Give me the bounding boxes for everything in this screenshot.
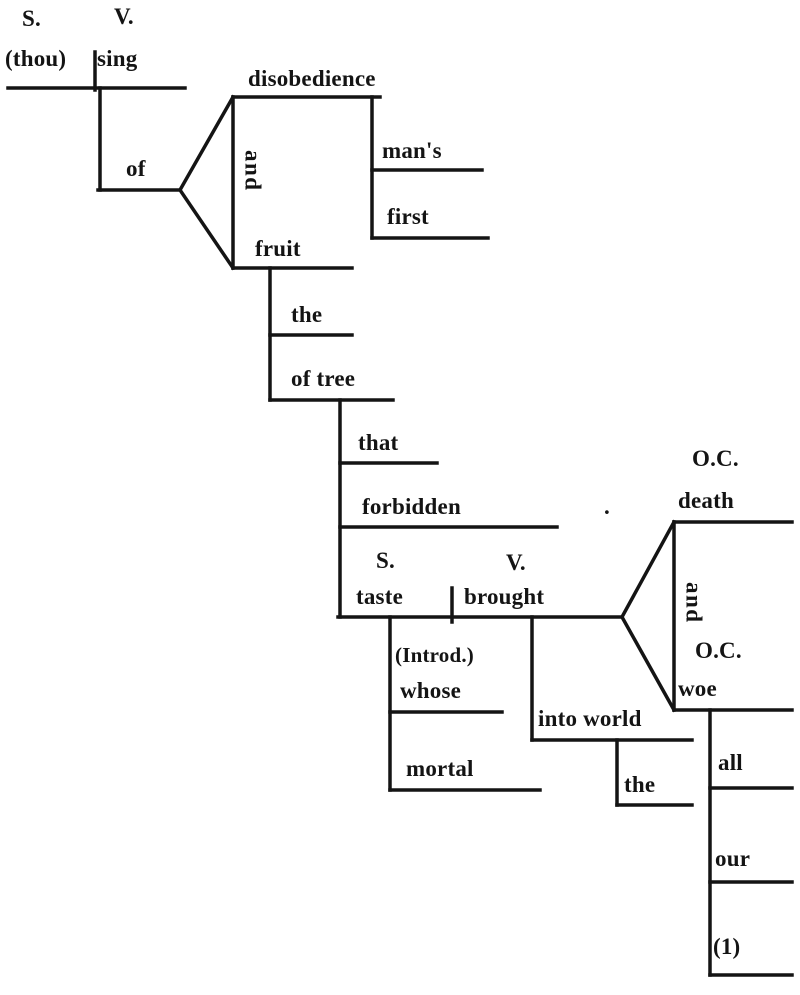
object-death: death bbox=[678, 488, 734, 513]
fork1-upper-arm bbox=[177, 94, 236, 193]
modifier-all: all bbox=[718, 750, 743, 775]
modifier-first: first bbox=[387, 204, 429, 229]
fork1-lower-arm bbox=[177, 187, 236, 271]
fork2-lower-arm bbox=[619, 614, 677, 713]
footnote-number: (1) bbox=[713, 934, 741, 959]
relative-verb-word: brought bbox=[464, 584, 545, 609]
object-woe: woe bbox=[678, 676, 717, 701]
modifier-that: that bbox=[358, 430, 399, 455]
object-disobedience: disobedience bbox=[248, 66, 376, 91]
modifier-the-2: the bbox=[624, 772, 656, 797]
object-fruit: fruit bbox=[255, 236, 301, 261]
introducer-note: (Introd.) bbox=[395, 643, 475, 667]
phrase-into-world: into world bbox=[538, 706, 642, 731]
phrase-of-tree: of tree bbox=[291, 366, 356, 391]
conjunction-and-2: and bbox=[681, 582, 707, 624]
main-verb-word: sing bbox=[97, 46, 138, 71]
main-subject-tag: S. bbox=[22, 6, 41, 31]
stray-period-mark: . bbox=[604, 494, 610, 519]
modifier-whose: whose bbox=[400, 678, 462, 703]
preposition-of: of bbox=[126, 156, 146, 181]
object1-tag-oc: O.C. bbox=[692, 446, 739, 471]
main-subject-word: (thou) bbox=[5, 46, 67, 71]
modifier-our: our bbox=[715, 846, 751, 871]
fork2-upper-arm bbox=[619, 519, 677, 620]
conjunction-and-1: and bbox=[240, 150, 266, 192]
relative-verb-tag: V. bbox=[506, 550, 526, 575]
main-verb-tag: V. bbox=[114, 4, 134, 29]
modifier-the-1: the bbox=[291, 302, 323, 327]
relative-subject-tag: S. bbox=[376, 548, 395, 573]
relative-subject-word: taste bbox=[356, 584, 403, 609]
modifier-mortal: mortal bbox=[406, 756, 474, 781]
modifier-mans: man's bbox=[382, 138, 442, 163]
object2-tag-oc: O.C. bbox=[695, 638, 742, 663]
modifier-forbidden: forbidden bbox=[362, 494, 461, 519]
